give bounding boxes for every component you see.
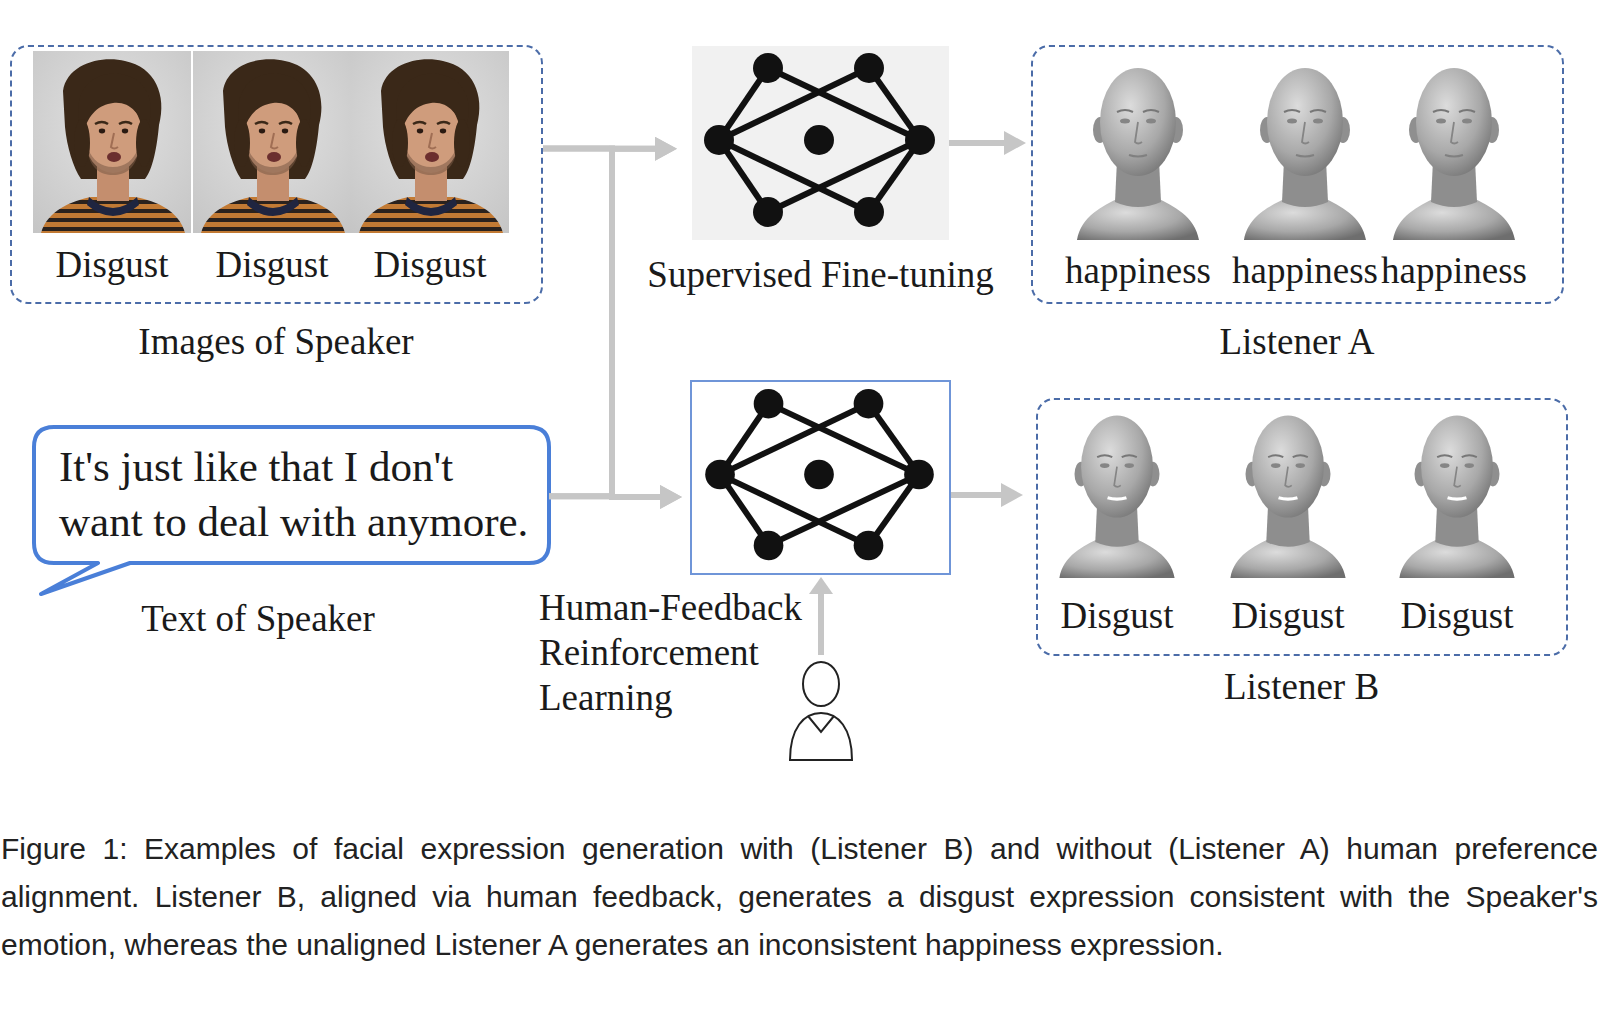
head-mesh-image <box>1392 408 1522 578</box>
speaker-photo: Disgust <box>33 51 191 233</box>
node-label: happiness <box>1053 250 1223 292</box>
node-label: Disgust <box>1203 595 1373 637</box>
feedback-arrow-head <box>809 577 833 594</box>
icon-graphic <box>1393 68 1515 240</box>
icon-graphic <box>1059 416 1174 578</box>
person-collar <box>808 716 834 732</box>
icon-graphic <box>1399 416 1514 578</box>
node-caption: Text of Speaker <box>34 598 482 640</box>
speaker-face-image <box>193 51 351 233</box>
icon-graphic <box>1230 416 1345 578</box>
feedback-arrow-line <box>818 592 824 655</box>
flow-arrow <box>543 146 667 152</box>
node-label: Disgust <box>23 244 201 286</box>
speech-bubble: It's just like that I don't want to deal… <box>34 427 549 563</box>
listener-head-render: happiness <box>1389 60 1519 240</box>
node-label: Images of Speaker <box>12 321 540 363</box>
bubble-outline-path <box>34 427 549 594</box>
node-label: happiness <box>1369 250 1539 292</box>
listener-head-render: Disgust <box>1392 408 1522 578</box>
icon-graphic <box>704 53 935 227</box>
listener-head-render: Disgust <box>1052 408 1182 578</box>
node-label: Human-Feedback Reinforcement Learning <box>539 585 829 720</box>
node-label: Disgust <box>183 244 361 286</box>
node-label: It's just like that I don't want to deal… <box>59 439 537 549</box>
flow-arrow <box>549 149 667 497</box>
figure-caption: Figure 1: Examples of facial expression … <box>1 825 1598 969</box>
speaker-photo: Disgust <box>193 51 351 233</box>
dashed-group-box: Listener BDisgustDisgustDisgust <box>1036 398 1568 656</box>
icon-graphic <box>705 389 934 560</box>
person-head <box>803 662 839 706</box>
icon-graphic <box>1077 68 1199 240</box>
flow-arrow <box>951 492 1013 498</box>
node-label: Supervised Fine-tuning <box>632 254 1009 296</box>
network-box: Human-Feedback Reinforcement Learning <box>690 380 951 575</box>
head-mesh-image <box>1052 408 1182 578</box>
neural-network-icon <box>692 382 949 573</box>
flow-arrow <box>543 149 672 497</box>
node-label: Listener B <box>1038 666 1565 708</box>
network-box: Supervised Fine-tuning <box>692 46 949 240</box>
speaker-photo: Disgust <box>351 51 509 233</box>
flow-arrow <box>949 140 1016 146</box>
node-label: Disgust <box>1032 595 1202 637</box>
listener-head-render: Disgust <box>1223 408 1353 578</box>
icon-graphic <box>351 51 509 233</box>
icon-graphic <box>193 51 351 233</box>
flow-arrow <box>549 493 672 500</box>
head-mesh-image <box>1240 60 1370 240</box>
speaker-face-image <box>33 51 191 233</box>
head-mesh-image <box>1073 60 1203 240</box>
dashed-group-box: Images of SpeakerDisgustDisgustDisgust <box>10 45 543 304</box>
node-label: happiness <box>1220 250 1390 292</box>
person-body <box>790 713 852 760</box>
head-mesh-image <box>1389 60 1519 240</box>
human-annotator-icon <box>790 577 852 760</box>
node-label: Disgust <box>341 244 519 286</box>
speaker-face-image <box>351 51 509 233</box>
listener-head-render: happiness <box>1240 60 1370 240</box>
listener-head-render: happiness <box>1073 60 1203 240</box>
dashed-group-box: Listener Ahappinesshappinesshappiness <box>1031 45 1564 304</box>
neural-network-icon <box>692 46 949 240</box>
node-label: Disgust <box>1372 595 1542 637</box>
node-label: Listener A <box>1033 321 1561 363</box>
icon-graphic <box>1244 68 1366 240</box>
head-mesh-image <box>1223 408 1353 578</box>
icon-graphic <box>33 51 191 233</box>
